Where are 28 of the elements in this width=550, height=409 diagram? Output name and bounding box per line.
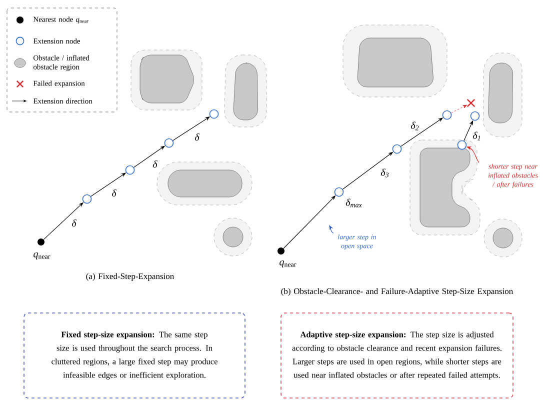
extension-node (457, 140, 467, 150)
extension-node (82, 194, 92, 204)
node-label: q$_{near}$ (34, 252, 50, 260)
panel-caption: (a) Fixed-Step-Expansion (86, 273, 174, 281)
failed-arrow (450, 104, 468, 114)
node-label: q$_{near}$ (280, 260, 296, 268)
edge-label: δ$_{2}$ (410, 122, 419, 130)
extension-node (470, 111, 480, 121)
extension-node (334, 187, 344, 197)
panel-caption: (b) Obstacle-Clearance- and Failure-Adaptive Step-Size Expansion (281, 288, 514, 296)
failed-expansion-cross (466, 98, 476, 108)
edge-label: δ (194, 133, 200, 141)
extension-node (125, 165, 135, 175)
description-box: Adaptive step-size expansion: The step size is adjusted according to obstacle clearance and recent expansion failures. Larger steps are used in open regions, while shorter steps are used near inflated obstacles or after repeated failed attempts. (280, 312, 514, 398)
edge-label: δ$_{max}$ (346, 198, 362, 208)
extension-node (442, 110, 452, 120)
nearest-node-dot (38, 238, 44, 246)
nearest-node-dot (278, 248, 284, 254)
edge-label: δ$_{3}$ (380, 168, 389, 178)
edge-label: δ$_{1}$ (472, 132, 480, 140)
extension-node (164, 138, 174, 148)
edge-label: δ (112, 189, 116, 197)
edge-label: δ (152, 160, 158, 168)
description-box: Fixed step-size expansion: The same step size is used throughout the search process. In cluttered regions, a large fixed step may produce infeasible edges or inefficient exploration. (24, 312, 246, 398)
edge-label: δ (72, 219, 76, 227)
extension-node (209, 109, 219, 119)
extension-node (392, 144, 402, 154)
leader-arrow (329, 225, 334, 234)
